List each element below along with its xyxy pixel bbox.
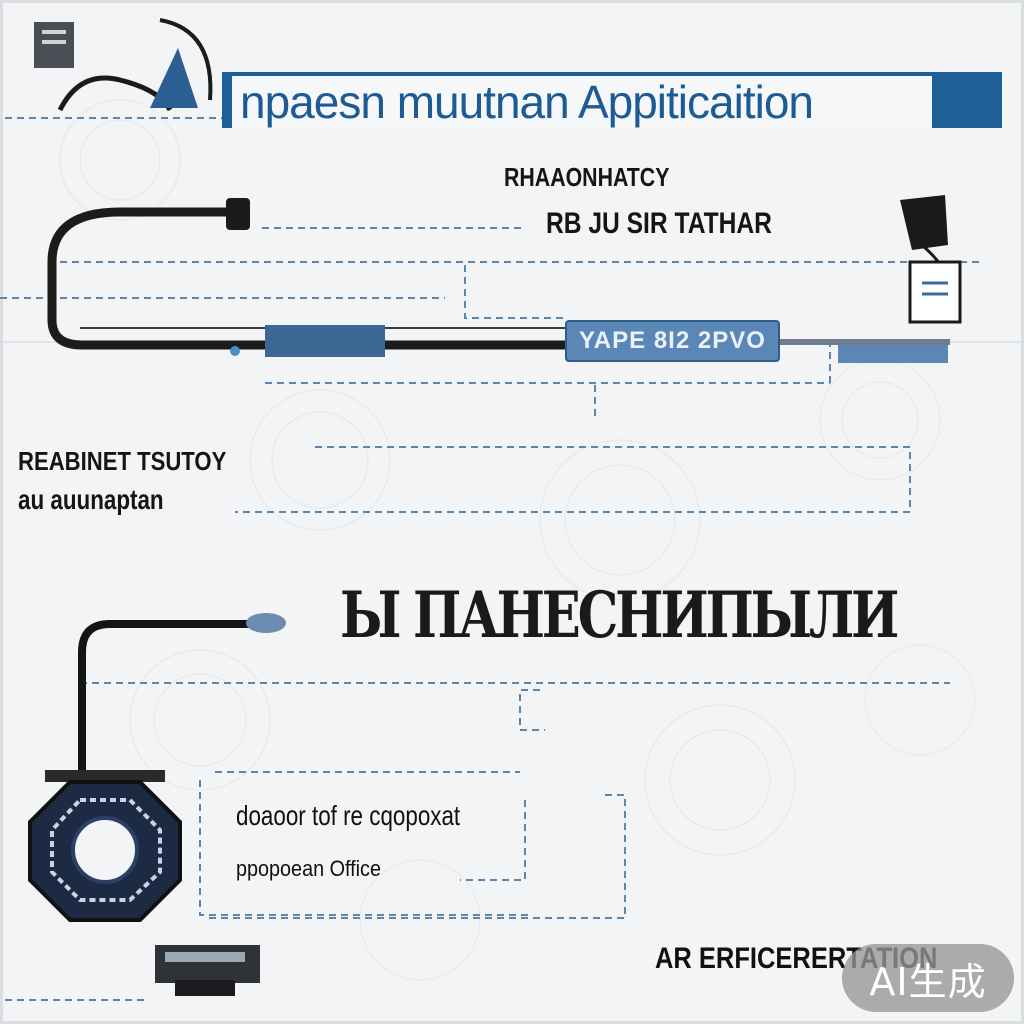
octagon-ring-icon — [28, 770, 182, 922]
heading-line-2: RB JU SIR TATHAR — [546, 207, 772, 240]
triangle-logo-icon — [150, 18, 213, 108]
stylized-glyph-text: Ы ПАНЕСНИПЫЛИ — [340, 578, 899, 653]
title-banner: npaesn muutnan Appiticaition — [222, 72, 1002, 128]
tag-pill: YAPE 8I2 2PVO — [565, 320, 780, 362]
document-icon — [34, 22, 74, 68]
app-title: npaesn muutnan Appiticaition — [232, 76, 932, 128]
side-line-1: REABINET TSUTOY — [18, 446, 227, 476]
card-reader-icon — [155, 945, 260, 996]
card-line-1: doaoor tof re cqopoxat — [236, 800, 461, 831]
heading-line-1: RHAAONHATCY — [504, 162, 670, 192]
phone-icon — [900, 195, 962, 324]
ai-generated-badge: AI生成 — [842, 944, 1014, 1012]
card-line-2: ppopoean Office — [236, 856, 381, 881]
side-line-2: au auunaptan — [18, 484, 164, 515]
